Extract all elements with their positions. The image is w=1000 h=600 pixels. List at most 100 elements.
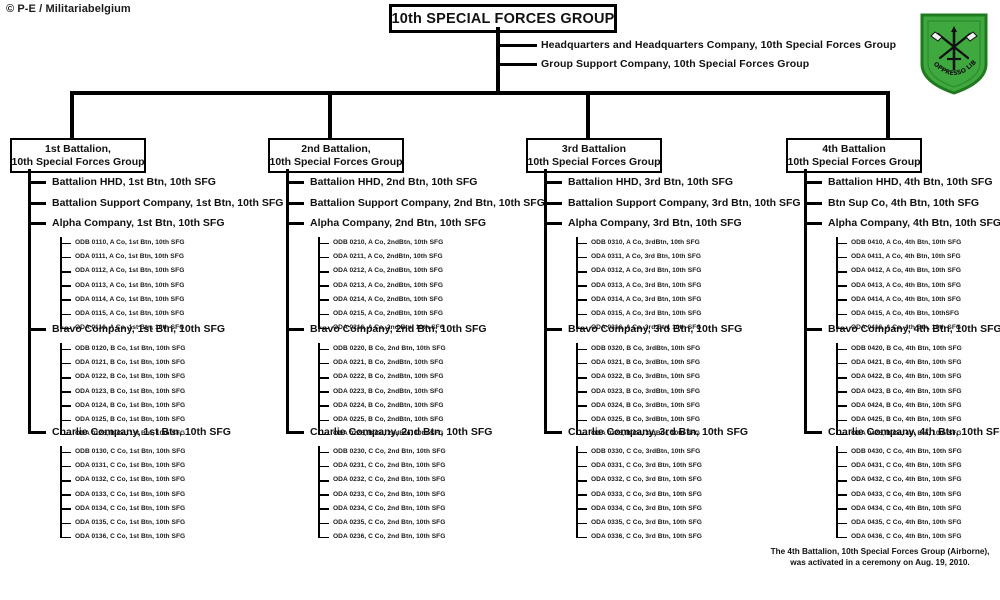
oda-team-label[interactable]: ODA 0435, C Co, 4th Btn, 10th SFG xyxy=(851,519,962,526)
oda-team-label[interactable]: ODA 0215, A Co, 2ndBtn, 10th SFG xyxy=(333,310,444,317)
oda-team-label[interactable]: ODB 0320, B Co, 3rdBtn, 10th SFG xyxy=(591,345,701,352)
oda-team-label[interactable]: ODA 0433, C Co, 4th Btn, 10th SFG xyxy=(851,490,962,498)
oda-team-label[interactable]: ODA 0221, B Co, 2ndBtn, 10th SFG xyxy=(333,359,444,367)
oda-team-label[interactable]: ODA 0216, A Co, 2nd Btn, 10th SFG xyxy=(333,324,445,332)
company-label[interactable]: Charlie Company, 3rd Btn, 10th SFG xyxy=(568,426,749,438)
oda-team-label[interactable]: ODA 0126, B Co, 1st Btn, 10th SFG xyxy=(75,430,186,438)
root-unit-box[interactable]: 10th SPECIAL FORCES GROUP xyxy=(389,4,617,33)
oda-team-label[interactable]: ODA 0422, B Co, 4th Btn, 10th SFG xyxy=(851,373,962,381)
oda-team-label[interactable]: ODA 0432, C Co, 4th Btn, 10th SFG xyxy=(851,476,962,484)
oda-team-label[interactable]: ODA 0415, A Co, 4th Btn, 10thSFG xyxy=(851,310,960,317)
staff-unit-label[interactable]: Battalion HHD, 4th Btn, 10th SFG xyxy=(828,176,993,188)
oda-team-label[interactable]: ODA 0223, B Co, 2ndBtn, 10th SFG xyxy=(333,387,444,395)
oda-team-label[interactable]: ODA 0222, B Co, 2ndBtn, 10th SFG xyxy=(333,373,444,381)
company-label[interactable]: Charlie Company, 2nd Btn, 10th SFG xyxy=(310,426,493,438)
oda-team-label[interactable]: ODA 0325, B Co, 3rdBtn, 10th SFG xyxy=(591,416,701,423)
oda-team-label[interactable]: ODA 0114, A Co, 1st Btn, 10th SFG xyxy=(75,295,185,303)
oda-team-label[interactable]: ODA 0323, B Co, 3rdBtn, 10th SFG xyxy=(591,387,701,395)
battalion-box-1[interactable]: 1st Battalion,10th Special Forces Group xyxy=(10,138,146,173)
company-label[interactable]: Bravo Company, 4th Btn, 10th SFG xyxy=(828,323,1000,335)
oda-team-label[interactable]: ODB 0420, B Co, 4th Btn, 10th SFG xyxy=(851,345,962,352)
staff-unit-label[interactable]: Battalion HHD, 3rd Btn, 10th SFG xyxy=(568,176,734,188)
oda-team-label[interactable]: ODA 0434, C Co, 4th Btn, 10th SFG xyxy=(851,504,962,512)
staff-unit-label[interactable]: Battalion HHD, 1st Btn, 10th SFG xyxy=(52,176,216,188)
oda-team-label[interactable]: ODA 0322, B Co, 3rdBtn, 10th SFG xyxy=(591,373,701,381)
oda-team-label[interactable]: ODA 0426, B Co, 4th Btn, 10th SFG xyxy=(851,430,962,438)
oda-team-label[interactable]: ODA 0412, A Co, 4th Btn, 10th SFG xyxy=(851,267,962,275)
oda-team-label[interactable]: ODB 0220, B Co, 2nd Btn, 10th SFG xyxy=(333,345,446,352)
oda-team-label[interactable]: ODA 0235, C Co, 2nd Btn, 10th SFG xyxy=(333,519,446,526)
company-label[interactable]: Alpha Company, 4th Btn, 10th SFG xyxy=(828,217,1000,229)
oda-team-label[interactable]: ODB 0430, C Co, 4th Btn, 10th SFG xyxy=(851,448,962,455)
oda-team-label[interactable]: ODA 0232, C Co, 2nd Btn, 10th SFG xyxy=(333,476,446,484)
oda-team-label[interactable]: ODA 0313, A Co, 3rd Btn, 10th SFG xyxy=(591,281,702,289)
oda-team-label[interactable]: ODA 0125, B Co, 1st Btn, 10th SFG xyxy=(75,416,186,423)
company-label[interactable]: Bravo Company, 1st Btn, 10th SFG xyxy=(52,323,226,335)
oda-team-label[interactable]: ODA 0312, A Co, 3rd Btn, 10th SFG xyxy=(591,267,702,275)
oda-team-label[interactable]: ODA 0233, C Co, 2nd Btn, 10th SFG xyxy=(333,490,446,498)
oda-team-label[interactable]: ODA 0425, B Co, 4th Btn, 10th SFG xyxy=(851,416,962,423)
oda-team-label[interactable]: ODA 0113, A Co, 1st Btn, 10th SFG xyxy=(75,281,185,289)
oda-team-label[interactable]: ODA 0324, B Co, 3rdBtn, 10th SFG xyxy=(591,401,701,409)
oda-team-label[interactable]: ODA 0436, C Co, 4th Btn, 10th SFG xyxy=(851,533,962,541)
oda-team-label[interactable]: ODB 0110, A Co, 1st Btn, 10th SFG xyxy=(75,239,185,246)
oda-team-label[interactable]: ODA 0123, B Co, 1st Btn, 10th SFG xyxy=(75,387,186,395)
company-label[interactable]: Alpha Company, 2nd Btn, 10th SFG xyxy=(310,217,486,229)
oda-team-label[interactable]: ODA 0332, C Co, 3rd Btn, 10th SFG xyxy=(591,476,702,484)
company-label[interactable]: Charlie Company, 4th Btn, 10th SFG xyxy=(828,426,1000,438)
oda-team-label[interactable]: ODA 0424, B Co, 4th Btn, 10th SFG xyxy=(851,401,962,409)
oda-team-label[interactable]: ODA 0212, A Co, 2ndBtn, 10th SFG xyxy=(333,267,444,275)
oda-team-label[interactable]: ODB 0120, B Co, 1st Btn, 10th SFG xyxy=(75,345,186,352)
company-label[interactable]: Charlie Company, 1st Btn, 10th SFG xyxy=(52,426,231,438)
oda-team-label[interactable]: ODA 0121, B Co, 1st Btn, 10th SFG xyxy=(75,359,186,367)
oda-team-label[interactable]: ODA 0124, B Co, 1st Btn, 10th SFG xyxy=(75,401,186,409)
oda-team-label[interactable]: ODA 0234, C Co, 2nd Btn, 10th SFG xyxy=(333,504,446,512)
oda-team-label[interactable]: ODB 0330, C Co, 3rdBtn, 10th SFG xyxy=(591,448,701,455)
oda-team-label[interactable]: ODB 0310, A Co, 3rdBtn, 10th SFG xyxy=(591,239,700,246)
oda-team-label[interactable]: ODA 0331, C Co, 3rd Btn, 10th SFG xyxy=(591,462,702,470)
oda-team-label[interactable]: ODA 0333, C Co, 3rd Btn, 10th SFG xyxy=(591,490,702,498)
company-label[interactable]: Bravo Company, 2nd Btn, 10th SFG xyxy=(310,323,487,335)
oda-team-label[interactable]: ODA 0416, A Co, 4th Btn, 10th SFG xyxy=(851,324,962,332)
oda-team-label[interactable]: ODA 0214, A Co, 2ndBtn, 10th SFG xyxy=(333,295,444,303)
oda-team-label[interactable]: ODA 0136, C Co, 1st Btn, 10th SFG xyxy=(75,533,186,541)
oda-team-label[interactable]: ODB 0410, A Co, 4th Btn, 10th SFG xyxy=(851,239,962,246)
oda-team-label[interactable]: ODA 0131, C Co, 1st Btn, 10th SFG xyxy=(75,462,186,470)
battalion-box-2[interactable]: 2nd Battalion,10th Special Forces Group xyxy=(268,138,404,173)
oda-team-label[interactable]: ODA 0224, B Co, 2ndBtn, 10th SFG xyxy=(333,401,444,409)
company-label[interactable]: Alpha Company, 1st Btn, 10th SFG xyxy=(52,217,225,229)
oda-team-label[interactable]: ODA 0431, C Co, 4th Btn, 10th SFG xyxy=(851,462,962,470)
company-label[interactable]: Bravo Company, 3rd Btn, 10th SFG xyxy=(568,323,743,335)
oda-team-label[interactable]: ODA 0231, C Co, 2nd Btn, 10th SFG xyxy=(333,462,446,470)
oda-team-label[interactable]: ODA 0225, B Co, 2ndBtn, 10th SFG xyxy=(333,416,444,423)
oda-team-label[interactable]: ODA 0315, A Co, 3rd Btn, 10th SFG xyxy=(591,310,702,317)
oda-team-label[interactable]: ODA 0236, C Co, 2nd Btn, 10th SFG xyxy=(333,533,446,541)
oda-team-label[interactable]: ODA 0134, C Co, 1st Btn, 10th SFG xyxy=(75,504,186,512)
oda-team-label[interactable]: ODA 0112, A Co, 1st Btn, 10th SFG xyxy=(75,267,185,275)
oda-team-label[interactable]: ODA 0115, A Co, 1st Btn, 10th SFG xyxy=(75,310,185,317)
oda-team-label[interactable]: ODB 0130, C Co, 1st Btn, 10th SFG xyxy=(75,448,186,455)
oda-team-label[interactable]: ODA 0311, A Co, 3rd Btn, 10th SFG xyxy=(591,253,702,261)
oda-team-label[interactable]: ODA 0133, C Co, 1st Btn, 10th SFG xyxy=(75,490,186,498)
oda-team-label[interactable]: ODB 0210, A Co, 2ndBtn, 10th SFG xyxy=(333,239,444,246)
oda-team-label[interactable]: ODA 0213, A Co, 2ndBtn, 10th SFG xyxy=(333,281,444,289)
oda-team-label[interactable]: ODA 0135, C Co, 1st Btn, 10th SFG xyxy=(75,519,186,526)
oda-team-label[interactable]: ODA 0321, B Co, 3rdBtn, 10th SFG xyxy=(591,359,701,367)
oda-team-label[interactable]: ODA 0316, A Co, 3rd Btn, 10th SFG xyxy=(591,324,702,332)
oda-team-label[interactable]: ODA 0336, C Co, 3rd Btn, 10th SFG xyxy=(591,533,702,541)
staff-unit-label[interactable]: Btn Sup Co, 4th Btn, 10th SFG xyxy=(828,197,980,209)
oda-team-label[interactable]: ODA 0116, A Co, 1st Btn, 10th SFG xyxy=(75,324,185,332)
oda-team-label[interactable]: ODA 0226, B Co, 2ndBtn, 10th SFG xyxy=(333,430,444,438)
oda-team-label[interactable]: ODA 0411, A Co, 4th Btn, 10th SFG xyxy=(851,253,961,261)
oda-team-label[interactable]: ODA 0314, A Co, 3rd Btn, 10th SFG xyxy=(591,295,702,303)
oda-team-label[interactable]: ODA 0132, C Co, 1st Btn, 10th SFG xyxy=(75,476,186,484)
oda-team-label[interactable]: ODA 0111, A Co, 1st Btn, 10th SFG xyxy=(75,253,185,261)
company-label[interactable]: Alpha Company, 3rd Btn, 10th SFG xyxy=(568,217,742,229)
staff-unit-label[interactable]: Battalion Support Company, 1st Btn, 10th… xyxy=(52,197,284,209)
oda-team-label[interactable]: ODA 0211, A Co, 2ndBtn, 10th SFG xyxy=(333,253,443,261)
oda-team-label[interactable]: ODA 0421, B Co, 4th Btn, 10th SFG xyxy=(851,359,962,367)
oda-team-label[interactable]: ODA 0413, A Co, 4th Btn, 10th SFG xyxy=(851,281,962,289)
staff-unit-label[interactable]: Battalion Support Company, 3rd Btn, 10th… xyxy=(568,197,801,209)
